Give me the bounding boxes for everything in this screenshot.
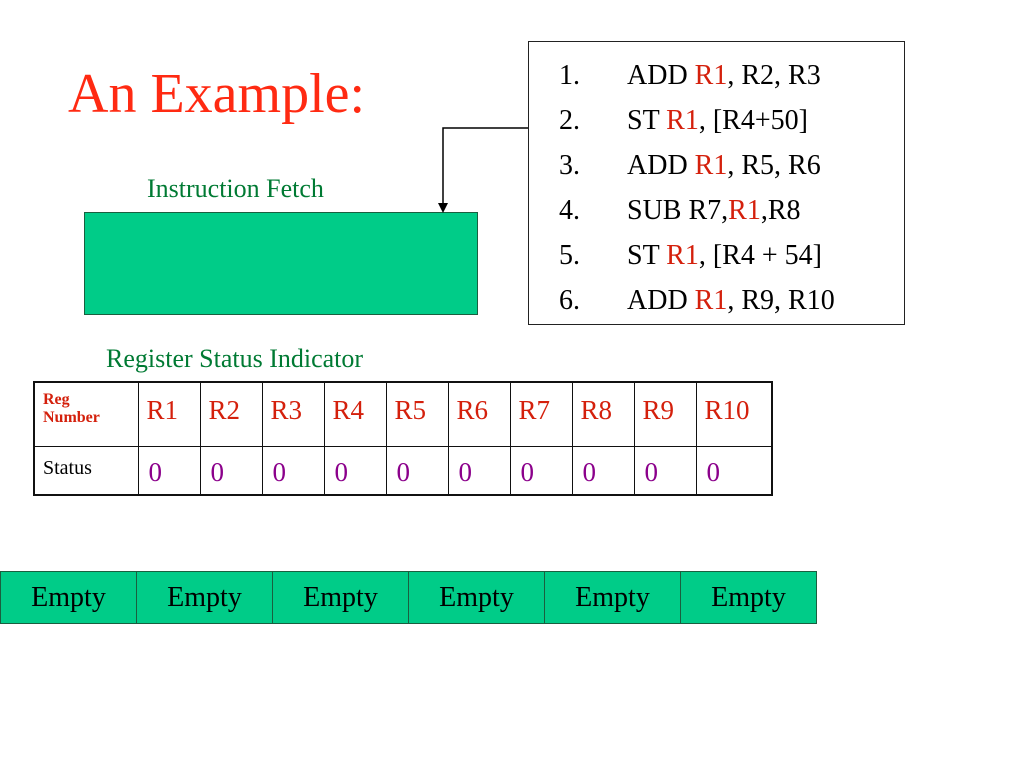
line-number: 5. [559, 240, 580, 271]
program-line: 3. ADD R1, R5, R6 [559, 144, 899, 188]
reg-number-header: Reg Number [33, 381, 139, 447]
program-line: 5. ST R1, [R4 + 54] [559, 234, 899, 278]
slot-cell: Empty [0, 572, 136, 623]
slot-cell: Empty [408, 572, 544, 623]
fetch-arrow-line [442, 127, 528, 204]
status-cell: 0 [509, 445, 573, 496]
register-status-table: Reg Number R1 R2 R3 R4 R5 R6 R7 R8 R9 R1… [33, 381, 773, 496]
status-cell: 0 [323, 445, 387, 496]
status-header: Status [33, 445, 139, 496]
status-cell: 0 [571, 445, 635, 496]
line-number: 2. [559, 105, 580, 136]
dest-register: R1 [694, 285, 728, 316]
status-cell: 0 [261, 445, 325, 496]
status-cell: 0 [695, 445, 773, 496]
status-row: Status 0 0 0 0 0 0 0 0 0 0 [33, 445, 773, 496]
line-number: 1. [559, 60, 580, 91]
register-cell: R3 [261, 381, 325, 447]
status-cell: 0 [633, 445, 697, 496]
register-status-label: Register Status Indicator [106, 344, 364, 373]
operands: , [R4 + 54] [698, 240, 822, 271]
slot-cell: Empty [136, 572, 272, 623]
slot-row: Empty Empty Empty Empty Empty Empty [0, 571, 817, 624]
status-cell: 0 [447, 445, 511, 496]
dest-register: R1 [666, 240, 699, 271]
register-cell: R2 [199, 381, 263, 447]
instruction-text: ADD R1, R9, R10 [627, 279, 835, 323]
status-cell: 0 [137, 445, 201, 496]
status-cell: 0 [199, 445, 263, 496]
dest-register: R1 [694, 150, 728, 181]
line-number: 3. [559, 150, 580, 181]
instruction-fetch-box [84, 212, 478, 315]
program-line: 2. ST R1, [R4+50] [559, 99, 899, 143]
instruction-text: ST R1, [R4+50] [627, 99, 808, 143]
opcode: SUB R7, [627, 195, 729, 226]
register-cell: R8 [571, 381, 635, 447]
register-number-row: Reg Number R1 R2 R3 R4 R5 R6 R7 R8 R9 R1… [33, 381, 773, 447]
dest-register: R1 [666, 105, 699, 136]
operands: , [R4+50] [698, 105, 808, 136]
instruction-text: ADD R1, R2, R3 [627, 54, 821, 98]
opcode: ADD [627, 285, 695, 316]
register-cell: R4 [323, 381, 387, 447]
opcode: ST [627, 240, 667, 271]
register-cell: R5 [385, 381, 449, 447]
program-line: 4. SUB R7,R1,R8 [559, 189, 899, 233]
status-cell: 0 [385, 445, 449, 496]
program-listing: 1. ADD R1, R2, R3 2. ST R1, [R4+50] 3. A… [528, 41, 905, 325]
instruction-text: ST R1, [R4 + 54] [627, 234, 822, 278]
register-cell: R6 [447, 381, 511, 447]
line-number: 6. [559, 285, 580, 316]
opcode: ST [627, 105, 667, 136]
dest-register: R1 [728, 195, 761, 226]
line-number: 4. [559, 195, 580, 226]
slot-cell: Empty [272, 572, 408, 623]
opcode: ADD [627, 60, 695, 91]
instruction-fetch-label: Instruction Fetch [147, 174, 324, 203]
register-cell: R1 [137, 381, 201, 447]
slot-cell: Empty [680, 572, 816, 623]
operands: ,R8 [760, 195, 801, 226]
slot-cell: Empty [544, 572, 680, 623]
opcode: ADD [627, 150, 695, 181]
slide-title: An Example: [68, 63, 366, 125]
operands: , R5, R6 [727, 150, 821, 181]
register-cell: R10 [695, 381, 773, 447]
program-line: 6. ADD R1, R9, R10 [559, 279, 899, 323]
dest-register: R1 [694, 60, 728, 91]
header-line: Number [43, 409, 100, 426]
register-cell: R7 [509, 381, 573, 447]
header-line: Reg [43, 391, 70, 408]
instruction-text: ADD R1, R5, R6 [627, 144, 821, 188]
operands: , R2, R3 [727, 60, 821, 91]
register-cell: R9 [633, 381, 697, 447]
instruction-text: SUB R7,R1,R8 [627, 189, 801, 233]
operands: , R9, R10 [727, 285, 835, 316]
program-line: 1. ADD R1, R2, R3 [559, 54, 899, 98]
